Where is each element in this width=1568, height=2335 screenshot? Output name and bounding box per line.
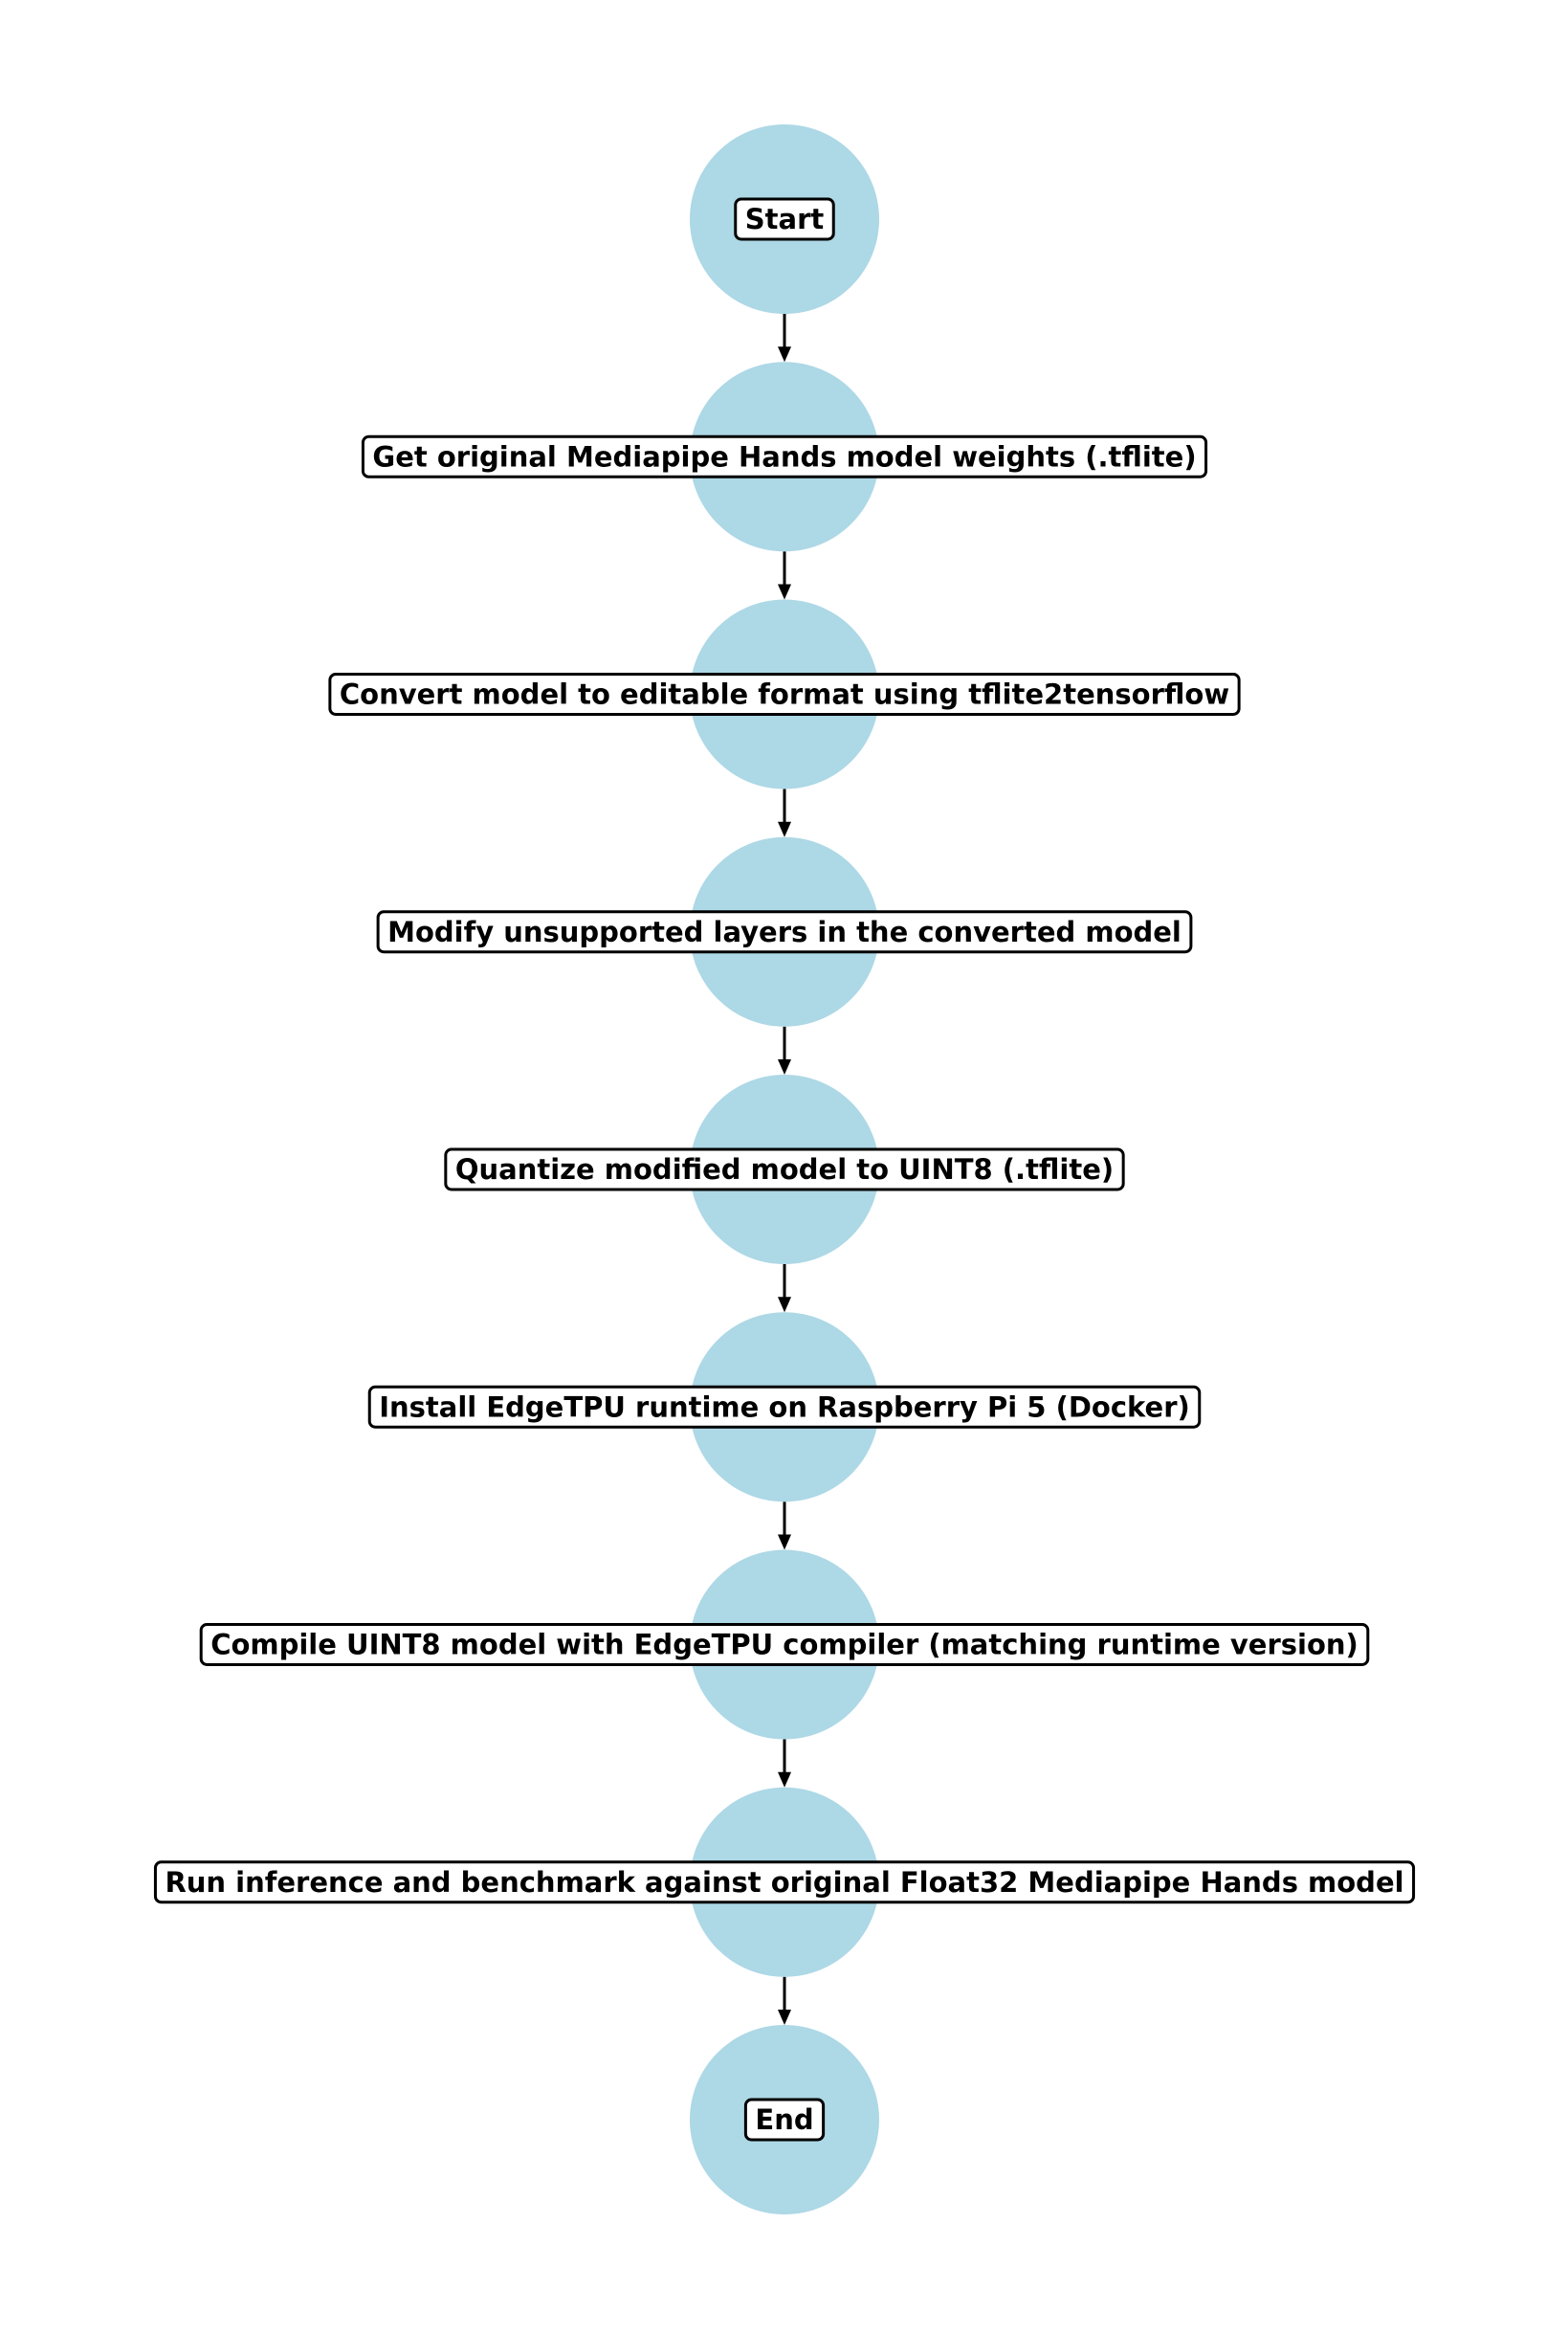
arrowhead (778, 821, 791, 837)
node-end: End (690, 2025, 879, 2214)
edge-arrow (778, 314, 791, 363)
node-label-box (743, 2098, 826, 2142)
node-label: Get original Mediapipe Hands model weigh… (372, 440, 1196, 473)
node-get-weights: Get original Mediapipe Hands model weigh… (361, 362, 1208, 552)
node-label-box (444, 1147, 1125, 1191)
node-label-box (328, 673, 1241, 716)
node-label: Compile UINT8 model with EdgeTPU compile… (210, 1629, 1358, 1661)
arrowhead (778, 2010, 791, 2025)
edge-arrow (778, 551, 791, 600)
node-label: End (755, 2103, 813, 2136)
node-run-benchmark: Run inference and benchmark against orig… (153, 1787, 1416, 1977)
node-modify: Modify unsupported layers in the convert… (376, 836, 1193, 1027)
arrowhead (778, 1059, 791, 1075)
node-label: Run inference and benchmark against orig… (165, 1866, 1403, 1899)
node-compile: Compile UINT8 model with EdgeTPU compile… (199, 1549, 1370, 1740)
node-install-runtime: Install EdgeTPU runtime on Raspberry Pi … (367, 1312, 1202, 1502)
edge-arrow (778, 1501, 791, 1550)
edge-arrow (778, 1976, 791, 2025)
node-start: Start (690, 124, 879, 314)
edges-layer (778, 314, 791, 2025)
node-quantize: Quantize modified model to UINT8 (.tflit… (444, 1075, 1125, 1264)
edge-arrow (778, 1026, 791, 1075)
node-label: Install EdgeTPU runtime on Raspberry Pi … (379, 1390, 1190, 1423)
node-label-box (734, 197, 835, 241)
arrowhead (778, 1297, 791, 1313)
node-convert: Convert model to editable format using t… (328, 599, 1241, 789)
node-label: Convert model to editable format using t… (340, 678, 1229, 711)
node-label: Quantize modified model to UINT8 (.tflit… (455, 1153, 1114, 1186)
node-label: Start (745, 203, 825, 235)
node-label-box (376, 910, 1193, 954)
node-label: Modify unsupported layers in the convert… (387, 916, 1182, 948)
edge-arrow (778, 789, 791, 837)
node-label-box (361, 434, 1208, 478)
node-label-box (153, 1860, 1416, 1904)
arrowhead (778, 584, 791, 600)
node-label-box (367, 1385, 1202, 1429)
arrowhead (778, 1534, 791, 1550)
arrowhead (778, 346, 791, 363)
edge-arrow (778, 1264, 791, 1313)
edge-arrow (778, 1739, 791, 1788)
node-label-box (199, 1623, 1370, 1666)
arrowhead (778, 1771, 791, 1788)
